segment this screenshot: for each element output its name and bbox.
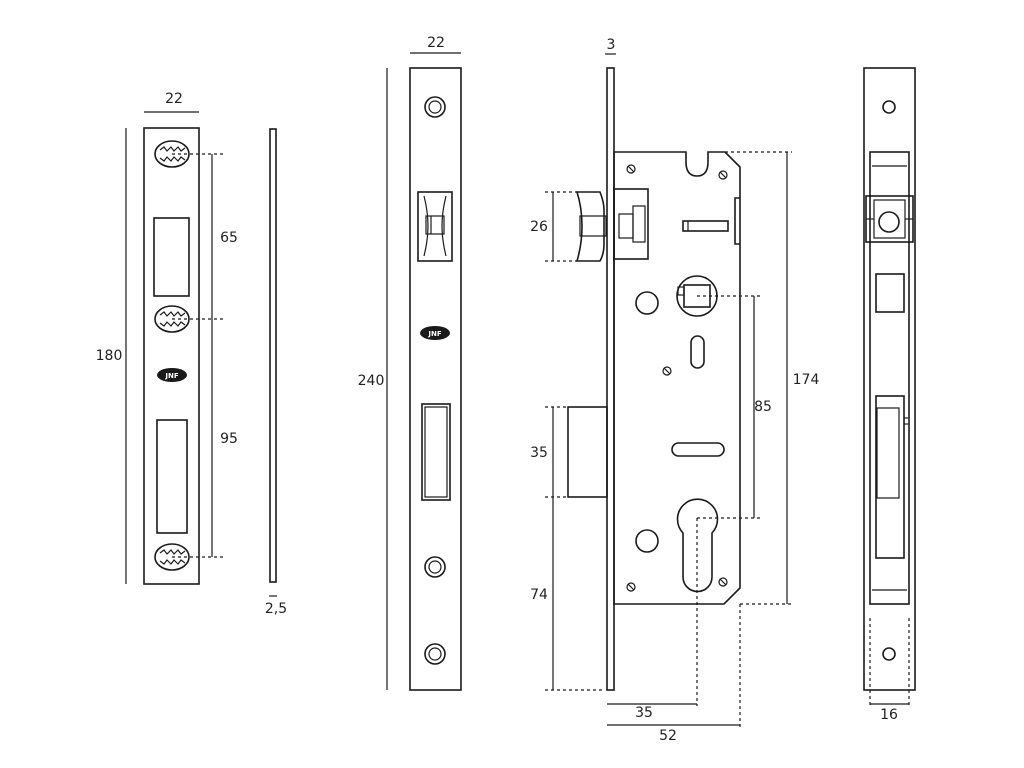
strike-plate-outline bbox=[143, 127, 200, 585]
faceplate-screw-bottom bbox=[424, 643, 446, 665]
hole-spacing-bottom-label: 95 bbox=[220, 431, 238, 447]
side-screw-bottom bbox=[882, 647, 896, 661]
side-bolt-slot bbox=[875, 395, 905, 559]
side-body bbox=[869, 151, 910, 605]
faceplate-height-label: 240 bbox=[358, 373, 385, 389]
faceplate-latch-window bbox=[417, 191, 453, 262]
strike-thickness-label: 2,5 bbox=[265, 601, 287, 617]
case-slot-vertical bbox=[690, 335, 705, 369]
case-slot-horizontal bbox=[671, 442, 725, 457]
backset-label: 35 bbox=[635, 705, 653, 721]
latch-height-label: 26 bbox=[530, 219, 548, 235]
bolt-to-bottom-label: 74 bbox=[530, 587, 548, 603]
case-screw-tr bbox=[718, 170, 728, 180]
strike-height-label: 180 bbox=[96, 348, 123, 364]
case-screw-br bbox=[718, 577, 728, 587]
strike-fixing-hole-top bbox=[154, 140, 190, 168]
faceplate-screw-mid bbox=[424, 556, 446, 578]
cylinder-cutout bbox=[676, 498, 719, 593]
side-faceplate-outline bbox=[863, 67, 916, 691]
strike-width-label: 22 bbox=[165, 91, 183, 107]
faceplate-front-view: 22 240 JNF bbox=[358, 35, 462, 691]
case-screw-tl bbox=[626, 164, 636, 174]
strike-fixing-hole-bottom bbox=[154, 543, 190, 571]
side-latch-slot bbox=[875, 273, 905, 313]
strike-plate-view: JNF 22 180 65 95 2,5 bbox=[96, 91, 288, 617]
body-faceplate-edge bbox=[606, 67, 615, 691]
case-hole-upper bbox=[635, 291, 659, 315]
strike-fixing-hole-middle bbox=[154, 305, 190, 333]
case-screw-bl bbox=[626, 582, 636, 592]
lock-body-view: 3 bbox=[530, 37, 819, 744]
case-hole-lower bbox=[635, 529, 659, 553]
side-width-label: 16 bbox=[880, 707, 898, 723]
faceplate-logo: JNF bbox=[420, 326, 450, 340]
deadbolt-height-label: 35 bbox=[530, 445, 548, 461]
deadbolt bbox=[567, 406, 608, 498]
strike-logo-text: JNF bbox=[164, 372, 178, 380]
strike-bolt-opening bbox=[156, 419, 188, 534]
strike-side-profile bbox=[269, 128, 277, 583]
faceplate-outline bbox=[409, 67, 462, 691]
strike-logo: JNF bbox=[157, 368, 187, 382]
case-screw-mid bbox=[662, 366, 672, 376]
lock-side-view: 16 bbox=[863, 67, 916, 723]
faceplate-bolt-window bbox=[421, 403, 451, 501]
latch-slider bbox=[682, 220, 729, 232]
body-depth-label: 52 bbox=[659, 728, 677, 744]
side-screw-top bbox=[882, 100, 896, 114]
latch-bolt bbox=[575, 188, 649, 262]
lock-case-outline bbox=[613, 151, 741, 605]
side-latch-detail bbox=[865, 195, 914, 243]
faceplate-thickness-label: 3 bbox=[607, 37, 616, 53]
body-height-label: 174 bbox=[793, 372, 820, 388]
strike-latch-opening bbox=[153, 217, 190, 297]
faceplate-width-label: 22 bbox=[427, 35, 445, 51]
faceplate-logo-text: JNF bbox=[427, 330, 441, 338]
faceplate-screw-top bbox=[424, 96, 446, 118]
center-distance-label: 85 bbox=[754, 399, 772, 415]
hole-spacing-top-label: 65 bbox=[220, 230, 238, 246]
